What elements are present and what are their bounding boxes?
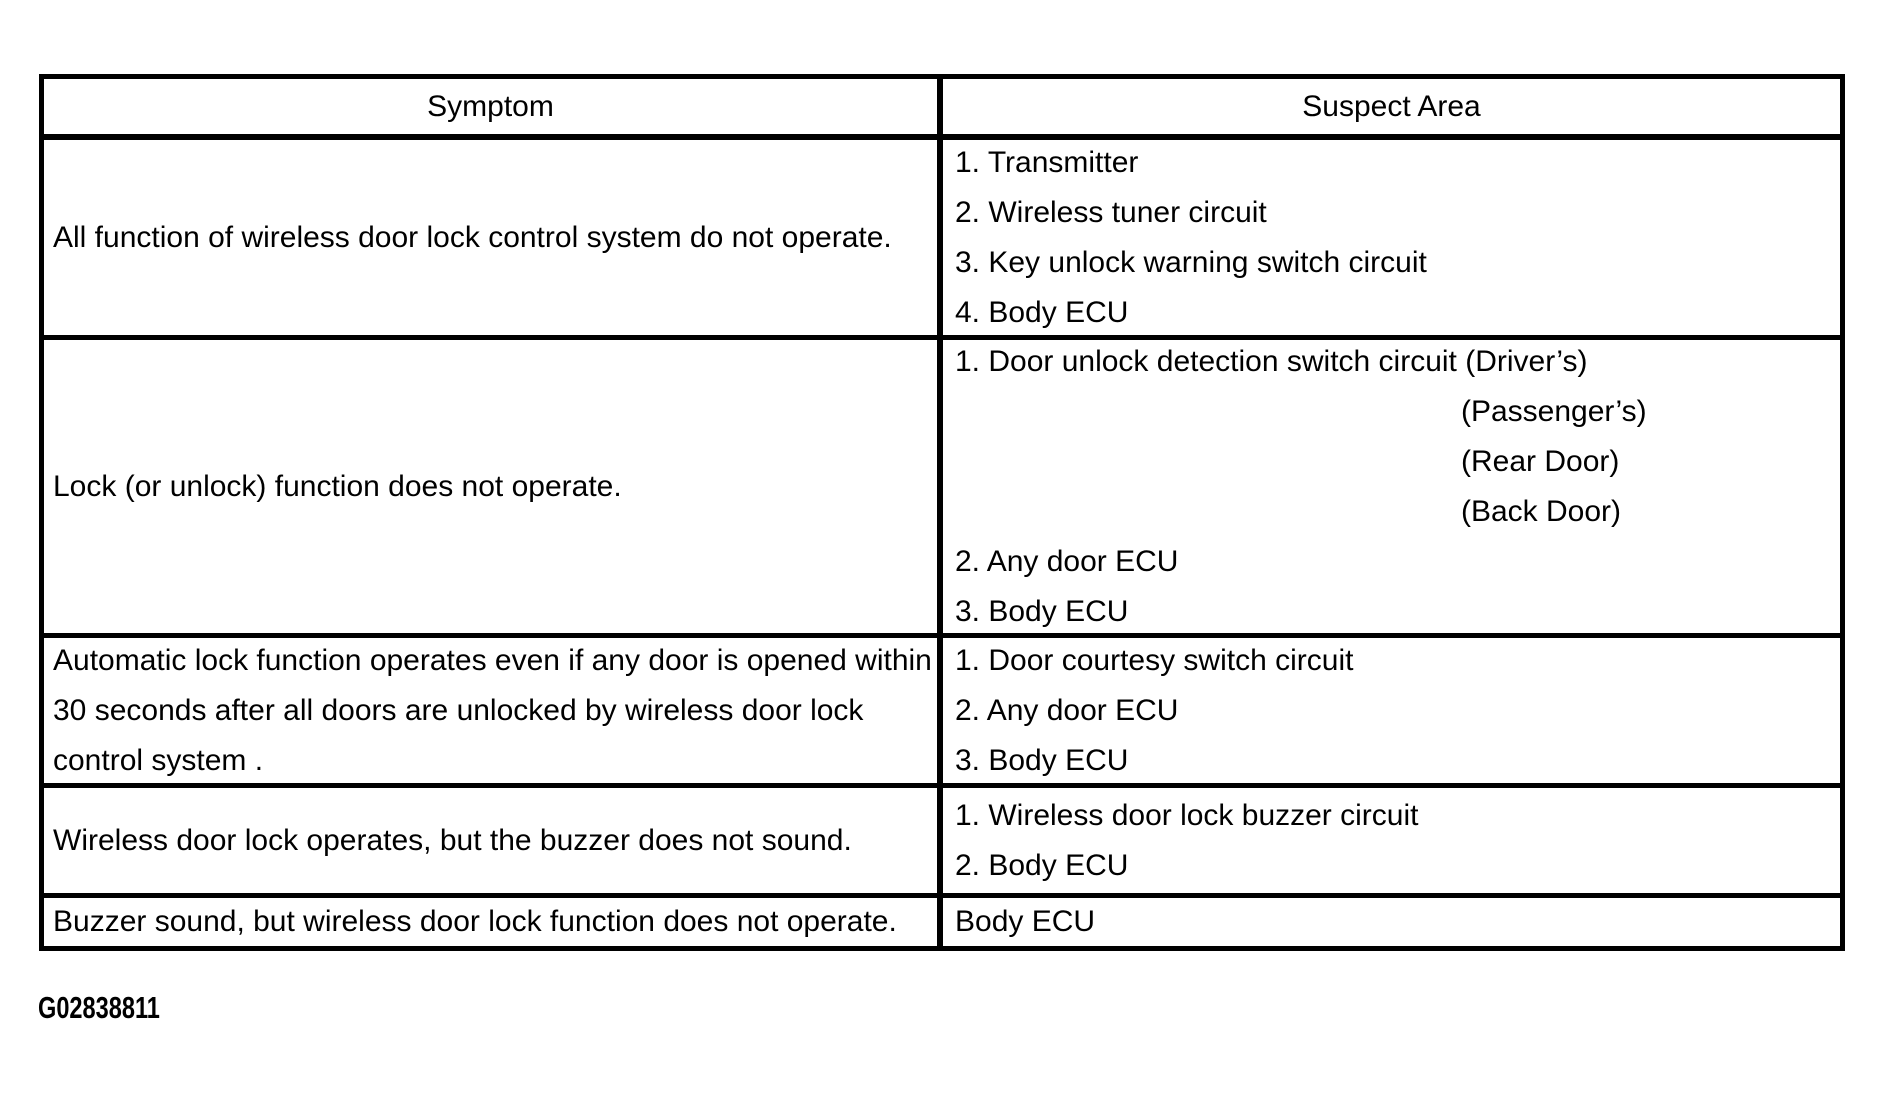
symptom-text: 30 seconds after all doors are unlocked … (53, 693, 864, 727)
suspect-item: 1. Wireless door lock buzzer circuit (955, 798, 1419, 832)
suspect-item: 2. Any door ECU (955, 693, 1179, 727)
symptom-text: Lock (or unlock) function does not opera… (53, 469, 622, 503)
suspect-item: 2. Any door ECU (955, 544, 1179, 578)
suspect-item: 1. Door unlock detection switch circuit … (955, 344, 1588, 378)
suspect-item: 1. Door courtesy switch circuit (955, 643, 1354, 677)
suspect-item-continuation: (Passenger’s) (1461, 394, 1647, 428)
suspect-area-cell: 1. Door unlock detection switch circuit … (943, 340, 1840, 633)
symptom-cell: Wireless door lock operates, but the buz… (44, 788, 943, 893)
table-row: Wireless door lock operates, but the buz… (44, 788, 1840, 898)
symptom-text: Buzzer sound, but wireless door lock fun… (53, 905, 897, 938)
suspect-item-continuation: (Back Door) (1461, 494, 1622, 528)
suspect-area-cell: Body ECU (943, 898, 1840, 946)
symptom-cell: All function of wireless door lock contr… (44, 140, 943, 335)
symptom-cell: Automatic lock function operates even if… (44, 638, 943, 783)
symptom-text: All function of wireless door lock contr… (53, 220, 892, 254)
suspect-area-column-header: Suspect Area (943, 79, 1840, 134)
suspect-area-cell: 1. Door courtesy switch circuit 2. Any d… (943, 638, 1840, 783)
symptom-text: Wireless door lock operates, but the buz… (53, 823, 852, 857)
suspect-item: 3. Body ECU (955, 594, 1129, 628)
suspect-item: 3. Body ECU (955, 743, 1129, 777)
table-row: Buzzer sound, but wireless door lock fun… (44, 898, 1840, 946)
symptom-header-label: Symptom (427, 89, 554, 123)
suspect-item: Body ECU (955, 905, 1096, 938)
table-row: All function of wireless door lock contr… (44, 140, 1840, 340)
table-header-row: Symptom Suspect Area (44, 79, 1840, 140)
symptom-cell: Lock (or unlock) function does not opera… (44, 340, 943, 633)
suspect-item: 1. Transmitter (955, 145, 1139, 179)
suspect-item: 2. Body ECU (955, 848, 1129, 882)
table-row: Automatic lock function operates even if… (44, 638, 1840, 788)
suspect-item-continuation: (Rear Door) (1461, 444, 1620, 478)
suspect-item: 4. Body ECU (955, 295, 1129, 329)
suspect-area-header-label: Suspect Area (1302, 89, 1481, 123)
figure-code: G02838811 (38, 990, 160, 1025)
symptom-text: Automatic lock function operates even if… (53, 643, 932, 677)
symptom-suspect-table: Symptom Suspect Area All function of wir… (39, 74, 1845, 951)
table-row: Lock (or unlock) function does not opera… (44, 340, 1840, 638)
symptom-text: control system . (53, 743, 264, 777)
symptom-cell: Buzzer sound, but wireless door lock fun… (44, 898, 943, 946)
suspect-item: 3. Key unlock warning switch circuit (955, 245, 1427, 279)
symptom-column-header: Symptom (44, 79, 943, 134)
suspect-area-cell: 1. Transmitter 2. Wireless tuner circuit… (943, 140, 1840, 335)
suspect-item: 2. Wireless tuner circuit (955, 195, 1267, 229)
suspect-area-cell: 1. Wireless door lock buzzer circuit 2. … (943, 788, 1840, 893)
